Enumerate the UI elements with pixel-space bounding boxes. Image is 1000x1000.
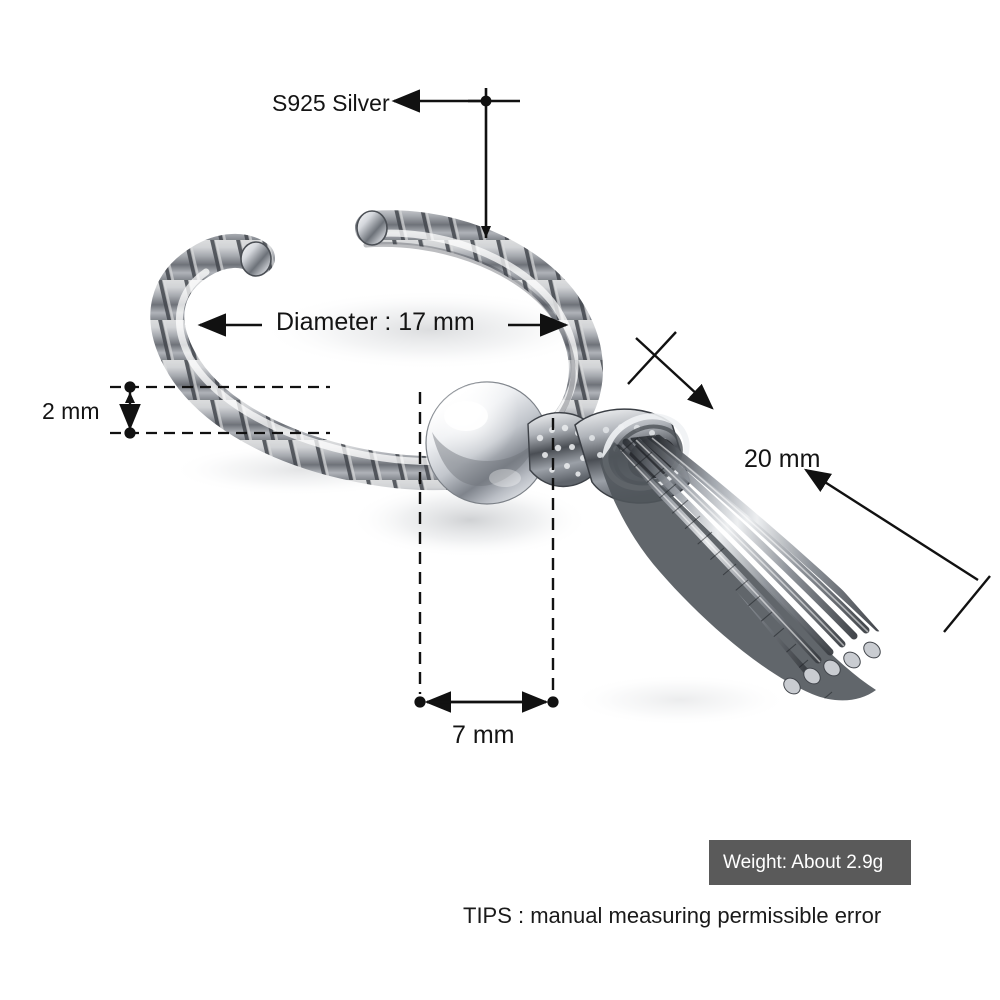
weight-badge: Weight: About 2.9g [709,840,911,885]
silver-bead [425,381,549,505]
dimension-bead-width [414,392,559,713]
label-band-thickness: 2 mm [42,398,100,424]
ring-band [150,210,603,491]
dimension-band-thickness [110,381,330,439]
dimension-tassel-length [627,331,991,633]
label-tassel-length: 20 mm [744,445,821,473]
label-bead-width: 7 mm [452,721,515,749]
tips-note: TIPS : manual measuring permissible erro… [463,903,882,928]
chain-tassel [600,432,882,705]
label-diameter: Diameter : 17 mm [276,308,475,336]
label-material: S925 Silver [272,90,390,116]
weight-badge-label: Weight: About 2.9g [723,852,884,873]
callout-material [391,88,520,238]
